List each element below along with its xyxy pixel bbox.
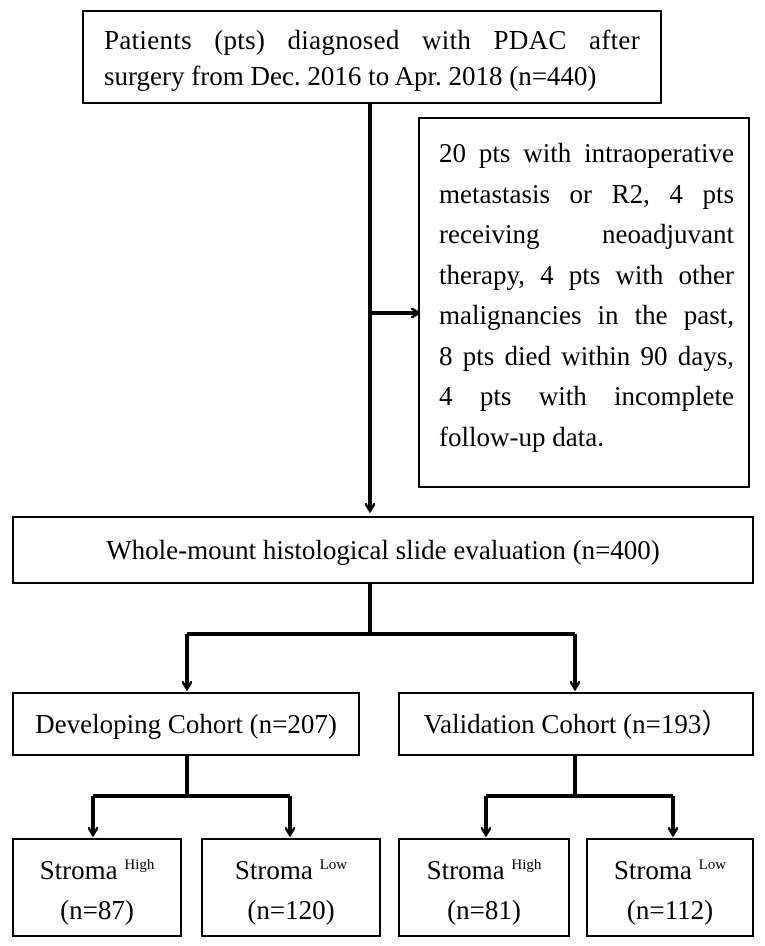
- stroma-label: Stroma: [426, 855, 505, 885]
- stroma-level: Low: [319, 857, 348, 873]
- exclusion-line: metastasis or R2, 4 pts: [439, 178, 734, 209]
- exclusion-line: therapy, 4 pts with other: [439, 259, 734, 290]
- stroma-low-validation-box: Stroma Low (n=112): [586, 838, 754, 937]
- stroma-level: High: [511, 857, 542, 873]
- validation-cohort-box: Validation Cohort (n=193）: [398, 692, 754, 756]
- stroma-label: Stroma: [234, 855, 313, 885]
- stroma-label: Stroma: [39, 855, 118, 885]
- exclusion-box: 20 pts with intraoperative metastasis or…: [418, 117, 750, 488]
- stroma-count: (n=112): [626, 895, 714, 925]
- stroma-count: (n=81): [447, 895, 521, 925]
- stroma-low-developing-box: Stroma Low (n=120): [201, 838, 381, 937]
- validation-cohort-label: Validation Cohort (n=193）: [423, 709, 729, 739]
- exclusion-line: receiving neoadjuvant: [439, 219, 734, 249]
- stroma-count: (n=120): [247, 895, 335, 925]
- stroma-count: (n=87): [60, 895, 134, 925]
- exclusion-line: 20 pts with intraoperative: [439, 138, 734, 168]
- patients-line-1: Patients (pts) diagnosed with PDAC after: [104, 25, 640, 55]
- evaluation-box: Whole-mount histological slide evaluatio…: [12, 516, 754, 584]
- patients-box: Patients (pts) diagnosed with PDAC after…: [82, 10, 662, 104]
- developing-cohort-label: Developing Cohort (n=207): [35, 709, 337, 739]
- stroma-high-validation-box: Stroma High (n=81): [398, 838, 570, 937]
- exclusion-line: 4 pts with incomplete: [439, 381, 734, 411]
- exclusion-line: follow-up data.: [439, 421, 604, 452]
- evaluation-label: Whole-mount histological slide evaluatio…: [106, 535, 660, 565]
- stroma-high-developing-box: Stroma High (n=87): [12, 838, 182, 937]
- stroma-level: High: [124, 857, 155, 873]
- exclusion-line: malignancies in the past,: [439, 300, 734, 330]
- patients-line-2: surgery from Dec. 2016 to Apr. 2018 (n=4…: [104, 61, 597, 91]
- exclusion-line: 8 pts died within 90 days,: [439, 340, 734, 371]
- developing-cohort-box: Developing Cohort (n=207): [12, 692, 360, 756]
- stroma-level: Low: [698, 857, 727, 873]
- stroma-label: Stroma: [613, 855, 692, 885]
